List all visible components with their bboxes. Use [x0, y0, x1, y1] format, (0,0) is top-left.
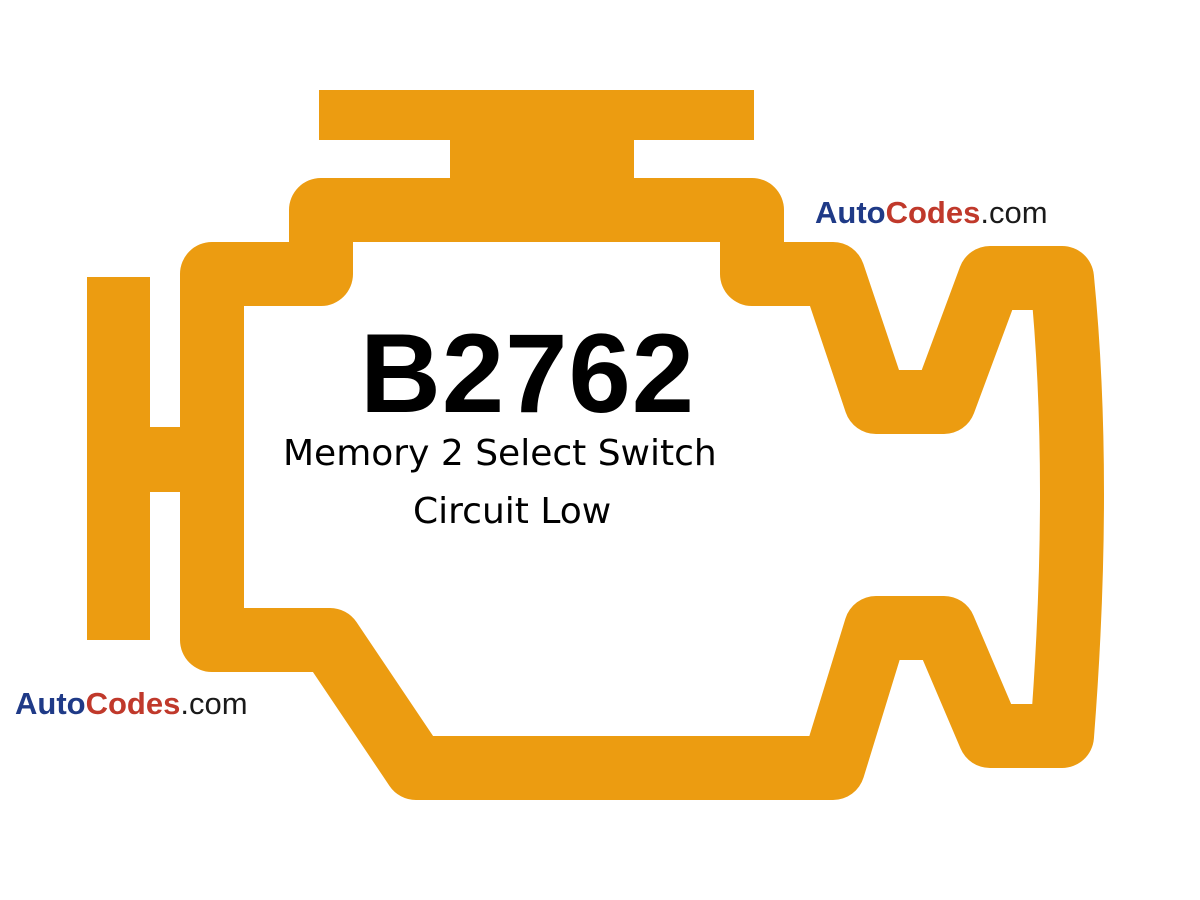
watermark-domain: .com	[180, 686, 248, 721]
watermark-bottom-left: AutoCodes.com	[15, 688, 248, 719]
dtc-description-line1: Memory 2 Select Switch	[283, 433, 717, 474]
watermark-domain: .com	[980, 195, 1048, 230]
dtc-code: B2762	[360, 311, 696, 436]
engine-cap-bar	[319, 90, 754, 140]
watermark-auto: Auto	[15, 686, 86, 721]
watermark-auto: Auto	[815, 195, 886, 230]
engine-outline	[180, 178, 1104, 800]
watermark-codes: Codes	[885, 195, 981, 230]
watermark-top-right: AutoCodes.com	[815, 197, 1048, 228]
watermark-codes: Codes	[85, 686, 181, 721]
dtc-description-line2: Circuit Low	[413, 491, 612, 532]
engine-side-plate	[87, 277, 150, 640]
engine-cap-stem	[450, 138, 634, 184]
